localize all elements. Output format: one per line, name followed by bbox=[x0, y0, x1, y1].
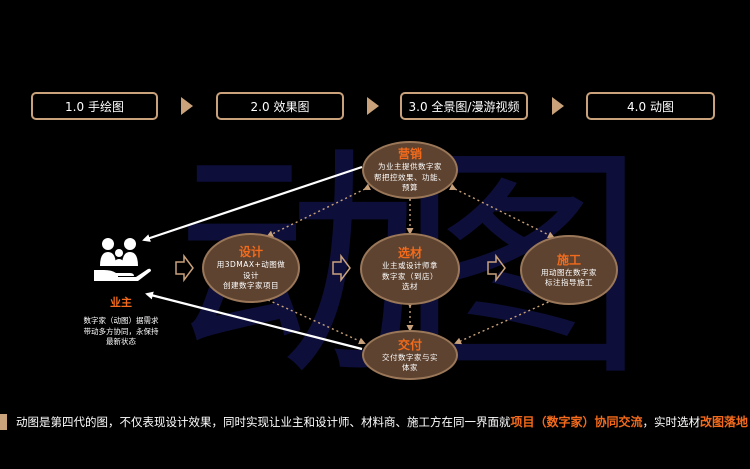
node-delivery: 交付 交付数字家与实 体家 bbox=[362, 330, 458, 380]
step-4-label: 4.0 动图 bbox=[627, 99, 674, 114]
node-marketing: 营销 为业主提供数字家 帮把控效果、功能、 预算 bbox=[362, 141, 458, 199]
flow-arrow-icon bbox=[332, 253, 351, 283]
step-arrow-icon bbox=[367, 97, 379, 115]
dotted-connector bbox=[448, 183, 555, 238]
caption-highlight-2: 改图落地 bbox=[700, 415, 749, 429]
node-construction-title: 施工 bbox=[556, 252, 581, 267]
node-design: 设计 用3DMAX+动图做 设计 创建数字家项目 bbox=[202, 233, 300, 303]
node-delivery-title: 交付 bbox=[397, 337, 422, 352]
node-material-title: 选材 bbox=[397, 246, 422, 261]
flow-arrow-icon bbox=[487, 253, 506, 283]
step-3-label: 3.0 全景图/漫游视频 bbox=[408, 99, 520, 114]
node-delivery-desc: 交付数字家与实 体家 bbox=[382, 352, 438, 373]
node-marketing-title: 营销 bbox=[397, 147, 422, 162]
caption-text-2: ，实时选材 bbox=[642, 415, 701, 429]
step-3-box: 3.0 全景图/漫游视频 bbox=[400, 92, 528, 120]
node-material-desc: 业主或设计师拿 数字家（到店） 选材 bbox=[382, 261, 438, 292]
node-marketing-desc: 为业主提供数字家 帮把控效果、功能、 预算 bbox=[374, 162, 446, 193]
step-arrow-icon bbox=[552, 97, 564, 115]
arrow-marketing-to-owner bbox=[142, 165, 363, 242]
step-2-box: 2.0 效果图 bbox=[216, 92, 344, 120]
family-hand-icon bbox=[94, 238, 151, 281]
node-design-title: 设计 bbox=[238, 245, 263, 260]
caption-marker bbox=[0, 414, 7, 430]
step-2-label: 2.0 效果图 bbox=[250, 99, 310, 114]
dotted-connector bbox=[454, 294, 559, 345]
node-construction-desc: 用动图在数字家 标注指导施工 bbox=[541, 267, 597, 288]
caption-highlight-1: 项目（数字家）协同交流 bbox=[510, 415, 643, 429]
flow-arrow-icon bbox=[175, 253, 194, 283]
caption-text-1: 动图是第四代的图，不仅表现设计效果，同时实现让业主和设计师、材料商、施工方在同一… bbox=[16, 415, 511, 429]
node-design-desc: 用3DMAX+动图做 设计 创建数字家项目 bbox=[216, 260, 286, 291]
step-4-box: 4.0 动图 bbox=[586, 92, 715, 120]
node-construction: 施工 用动图在数字家 标注指导施工 bbox=[520, 235, 618, 305]
step-1-box: 1.0 手绘图 bbox=[31, 92, 158, 120]
step-arrow-icon bbox=[181, 97, 193, 115]
owner-desc: 数字家（动图）据需求 带动多方协同，永保持 最新状态 bbox=[83, 316, 159, 346]
step-1-label: 1.0 手绘图 bbox=[65, 99, 124, 114]
dotted-connector bbox=[266, 183, 372, 237]
node-material: 选材 业主或设计师拿 数字家（到店） 选材 bbox=[360, 233, 460, 305]
owner-title: 业主 bbox=[110, 296, 132, 309]
caption: 动图是第四代的图，不仅表现设计效果，同时实现让业主和设计师、材料商、施工方在同一… bbox=[16, 413, 748, 431]
